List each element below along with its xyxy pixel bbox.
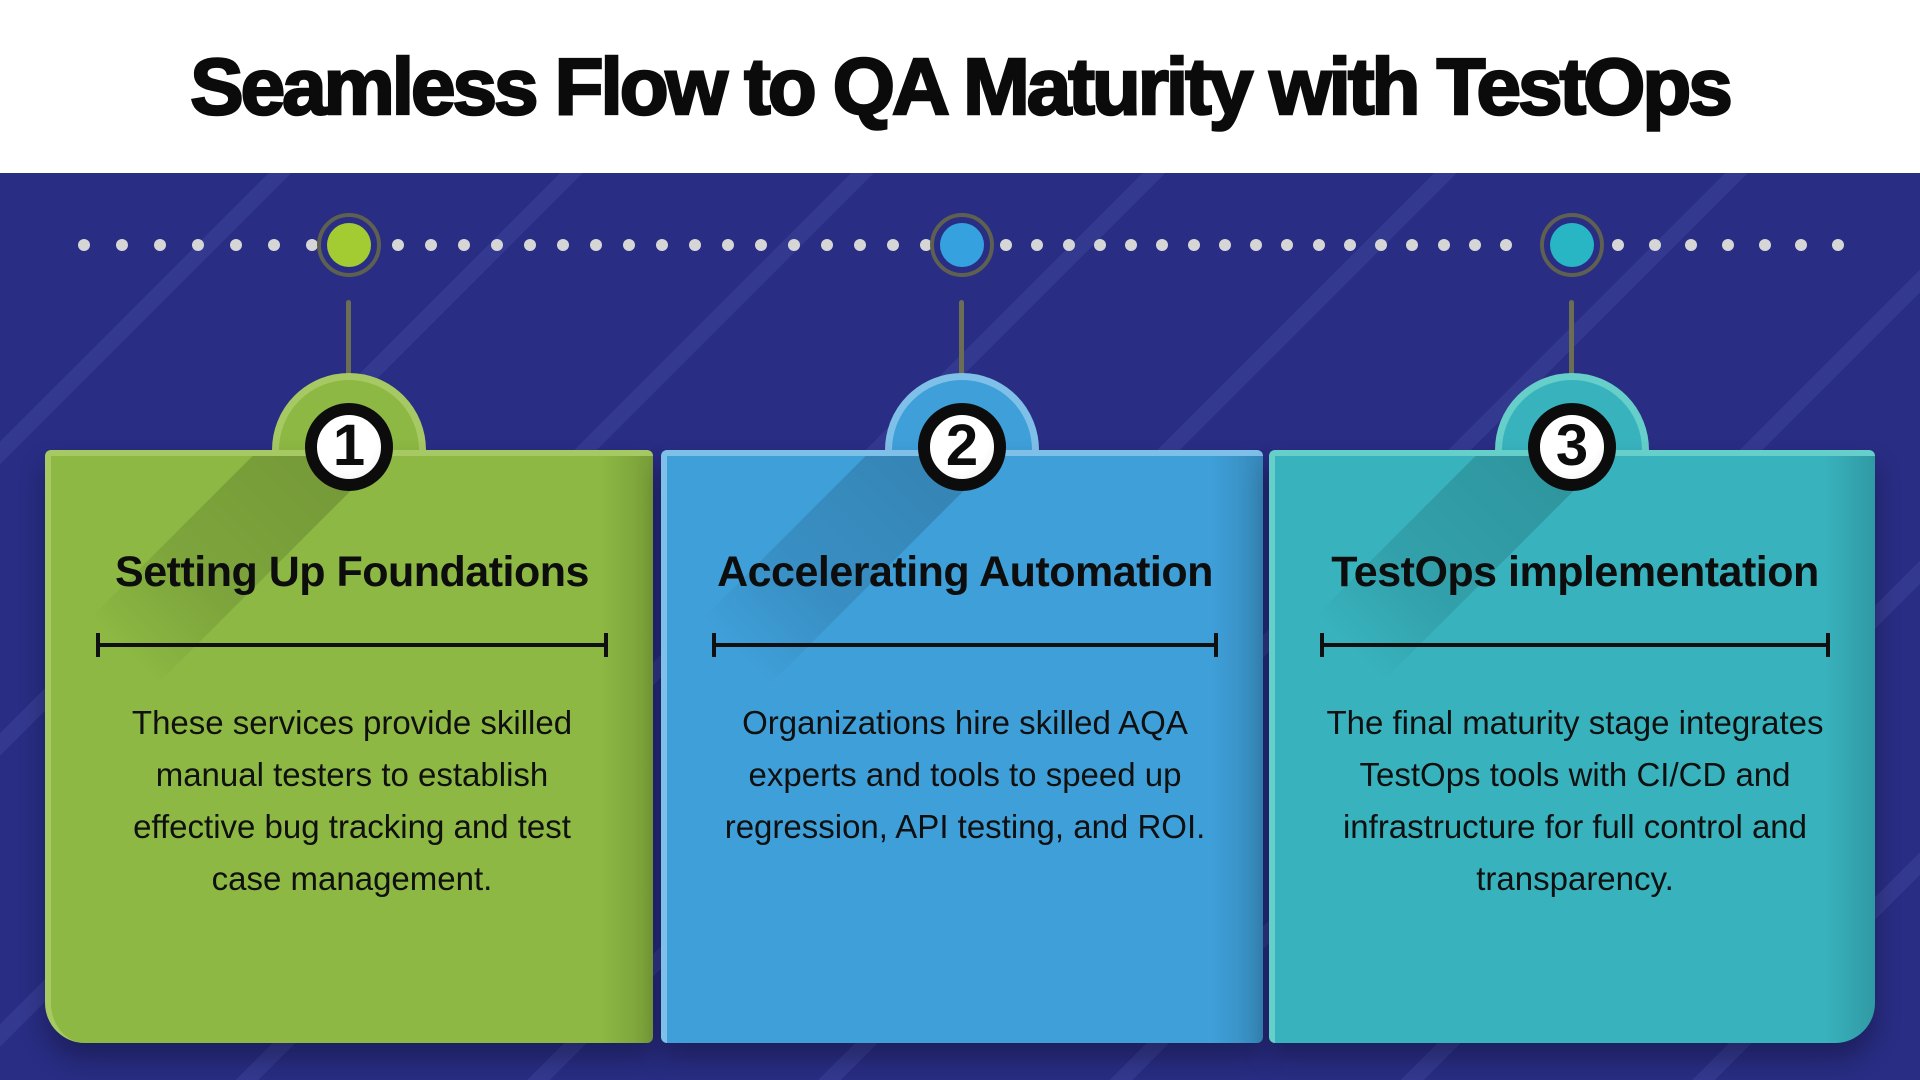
timeline-dots-segment bbox=[1612, 239, 1844, 251]
connector-line bbox=[346, 300, 351, 394]
step-number-badge: 3 bbox=[1528, 403, 1616, 491]
timeline-dot bbox=[230, 239, 242, 251]
timeline-dot bbox=[722, 239, 734, 251]
divider-line bbox=[1320, 633, 1830, 657]
timeline-dot bbox=[392, 239, 404, 251]
timeline-dot bbox=[1125, 239, 1137, 251]
timeline-dot bbox=[192, 239, 204, 251]
timeline-dot bbox=[1187, 239, 1200, 251]
timeline-node bbox=[1550, 223, 1594, 267]
timeline-dot bbox=[116, 239, 128, 251]
card-title: TestOps implementation bbox=[1331, 548, 1819, 596]
timeline-dot bbox=[1612, 239, 1624, 251]
timeline-dot bbox=[1795, 239, 1808, 251]
timeline-dot bbox=[1375, 239, 1387, 251]
timeline-dot bbox=[1758, 239, 1771, 251]
timeline-dot bbox=[1406, 239, 1419, 251]
timeline-dot bbox=[1281, 239, 1294, 251]
timeline-node bbox=[940, 223, 984, 267]
timeline-dots-segment bbox=[1000, 239, 1512, 251]
card-title: Setting Up Foundations bbox=[115, 548, 589, 596]
timeline-dot bbox=[306, 239, 318, 251]
timeline-dot bbox=[1500, 239, 1512, 251]
timeline-dot bbox=[1831, 239, 1844, 251]
timeline-dot bbox=[887, 239, 899, 251]
timeline-dot bbox=[1437, 239, 1450, 251]
timeline-dot bbox=[1156, 239, 1169, 251]
timeline-node-ring bbox=[930, 213, 994, 277]
timeline-dot bbox=[854, 239, 866, 251]
timeline-dot bbox=[1250, 239, 1262, 251]
timeline-dot bbox=[1468, 239, 1481, 251]
divider-line bbox=[712, 633, 1218, 657]
timeline-dot bbox=[590, 239, 602, 251]
timeline-dot bbox=[154, 239, 166, 251]
timeline-dot bbox=[524, 239, 536, 251]
timeline-dot bbox=[1721, 239, 1734, 251]
connector-line bbox=[1569, 300, 1574, 394]
timeline-dot bbox=[1648, 239, 1661, 251]
step-number: 2 bbox=[945, 413, 979, 478]
timeline-dot bbox=[557, 239, 569, 251]
timeline-dot bbox=[1093, 239, 1106, 251]
connector-line bbox=[959, 300, 964, 394]
timeline-dot bbox=[1062, 239, 1075, 251]
step-number-badge: 1 bbox=[305, 403, 393, 491]
card-title: Accelerating Automation bbox=[717, 548, 1213, 596]
timeline-dot bbox=[755, 239, 767, 251]
timeline-dot bbox=[268, 239, 280, 251]
timeline-dot bbox=[623, 239, 635, 251]
timeline-dot bbox=[1031, 239, 1044, 251]
timeline-node bbox=[327, 223, 371, 267]
timeline-dot bbox=[1343, 239, 1356, 251]
timeline-dot bbox=[1312, 239, 1325, 251]
timeline-node-ring bbox=[317, 213, 381, 277]
timeline-dot bbox=[458, 239, 470, 251]
card-description: The final maturity stage integrates Test… bbox=[1326, 704, 1824, 898]
timeline-dot bbox=[788, 239, 800, 251]
timeline-dot bbox=[689, 239, 701, 251]
timeline-dot bbox=[425, 239, 437, 251]
timeline-dot bbox=[821, 239, 833, 251]
timeline-dot bbox=[1218, 239, 1231, 251]
title-band: Seamless Flow to QA Maturity with TestOp… bbox=[0, 0, 1920, 173]
timeline-dot bbox=[491, 239, 503, 251]
step-number: 3 bbox=[1555, 413, 1589, 478]
timeline-dot bbox=[656, 239, 668, 251]
divider-line bbox=[96, 633, 608, 657]
card-description: Organizations hire skilled AQA experts a… bbox=[724, 704, 1206, 846]
card-description: These services provide skilled manual te… bbox=[131, 704, 573, 898]
timeline-dots-segment bbox=[78, 239, 318, 251]
timeline-dot bbox=[920, 239, 932, 251]
step-number: 1 bbox=[332, 413, 366, 478]
timeline-dots-segment bbox=[392, 239, 932, 251]
timeline-dot bbox=[1000, 239, 1012, 251]
timeline-node-ring bbox=[1540, 213, 1604, 277]
timeline-dot bbox=[78, 239, 90, 251]
page-title: Seamless Flow to QA Maturity with TestOp… bbox=[189, 40, 1734, 132]
timeline-dot bbox=[1685, 239, 1698, 251]
step-number-badge: 2 bbox=[918, 403, 1006, 491]
